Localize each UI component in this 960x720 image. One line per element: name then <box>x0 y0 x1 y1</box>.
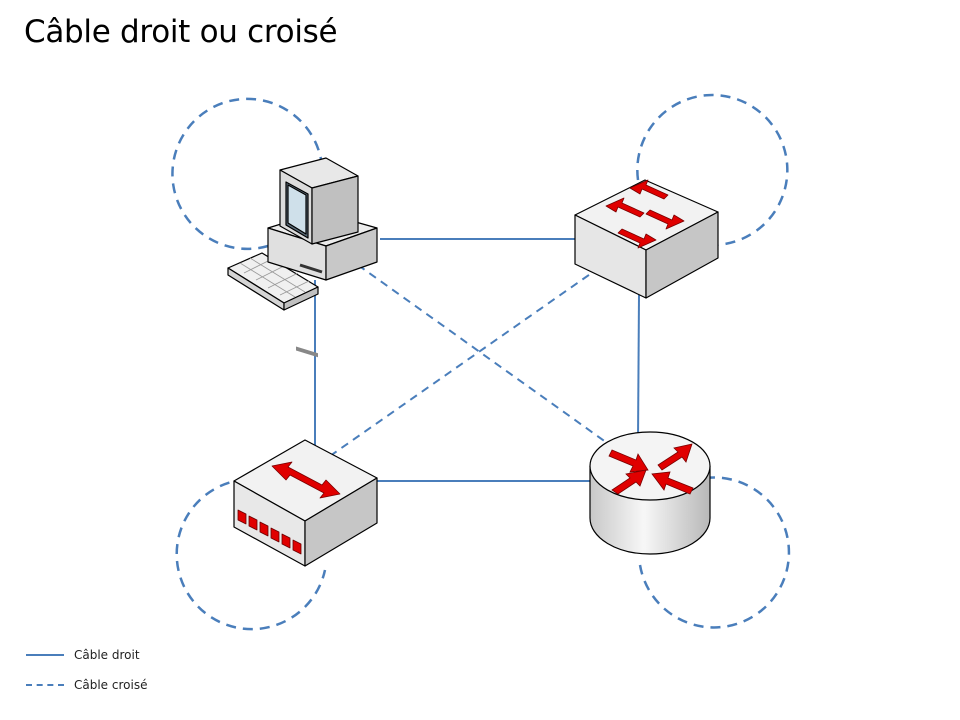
loop-computer <box>171 97 324 251</box>
cable-computer-router <box>357 264 611 446</box>
legend-crossover: Câble croisé <box>26 676 147 694</box>
cable-hub-switch <box>329 269 597 457</box>
legend-crossover-line <box>26 684 64 686</box>
computer-icon <box>227 157 378 358</box>
cable-switch-router <box>637 294 640 441</box>
hub-icon <box>233 439 378 567</box>
legend-straight-line <box>26 654 64 656</box>
loop-router <box>638 476 791 629</box>
switch-icon <box>574 179 719 299</box>
loop-hub <box>175 477 327 631</box>
legend-crossover-label: Câble croisé <box>74 678 148 692</box>
legend-straight: Câble droit <box>26 646 140 664</box>
legend-straight-label: Câble droit <box>74 648 140 662</box>
router-icon <box>589 431 711 555</box>
page-title: Câble droit ou croisé <box>24 14 338 50</box>
loop-switch <box>636 93 789 247</box>
